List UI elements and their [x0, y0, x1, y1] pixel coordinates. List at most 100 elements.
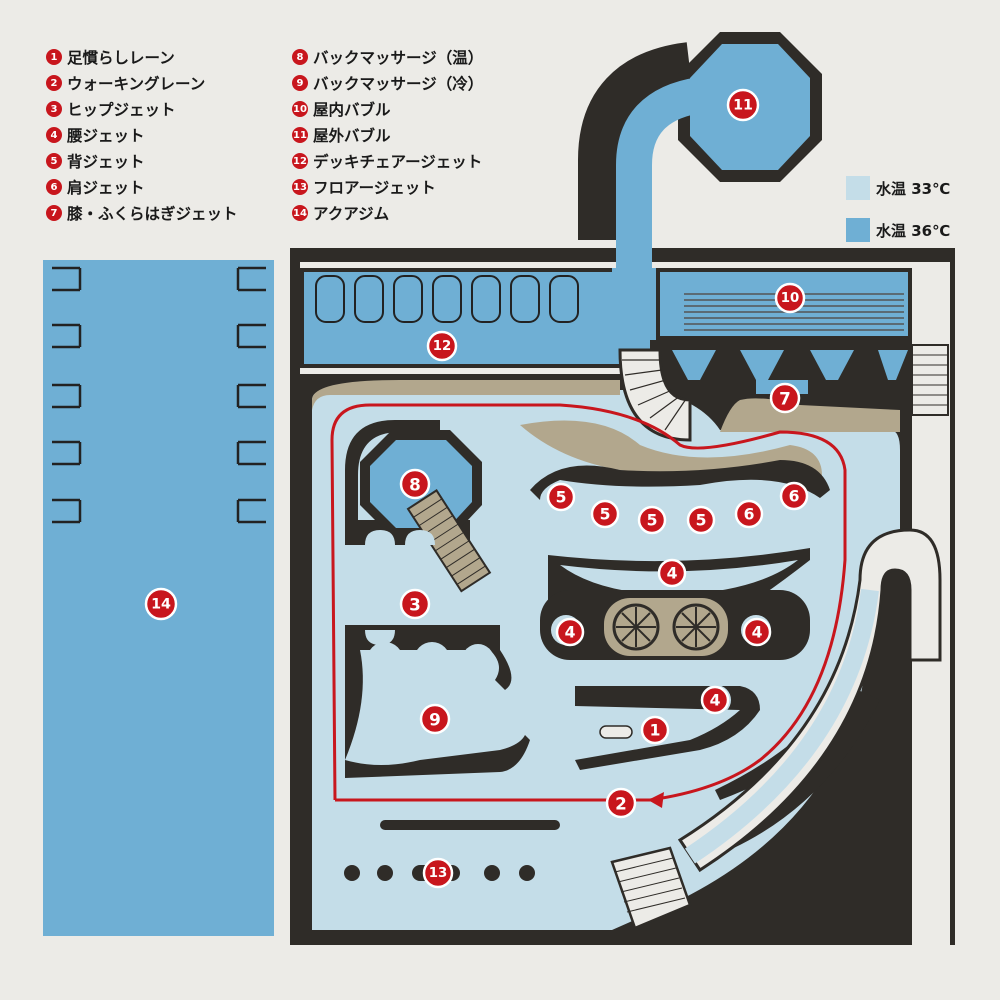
legend-label: 屋外バブル — [313, 127, 391, 145]
legend-item-13: 13 フロアージェット — [292, 174, 483, 200]
temp-label-warm: 水温 36℃ — [876, 221, 951, 240]
bottom-stair — [610, 846, 692, 930]
legend-label: フロアージェット — [313, 179, 436, 197]
legend-number-badge: 1 — [46, 49, 62, 65]
map-badge-10: 10 — [774, 282, 806, 314]
legend-item-4: 4 腰ジェット — [46, 122, 238, 148]
map-badge-3: 3 — [399, 588, 431, 620]
legend-number-badge: 14 — [292, 205, 308, 221]
legend-number-badge: 3 — [46, 101, 62, 117]
map-badge-12: 12 — [426, 330, 458, 362]
legend-number-badge: 12 — [292, 153, 308, 169]
legend-label: 腰ジェット — [67, 127, 145, 145]
walking-lane-route — [330, 403, 847, 802]
legend-item-2: 2 ウォーキングレーン — [46, 70, 238, 96]
temp-swatch-warm — [846, 218, 870, 242]
legend-label: 背ジェット — [67, 153, 145, 171]
svg-text:3: 3 — [409, 595, 421, 615]
legend-item-14: 14 アクアジム — [292, 200, 483, 226]
map-badge-5: 5 — [686, 505, 716, 535]
legend-label: 屋内バブル — [313, 101, 391, 119]
svg-text:4: 4 — [752, 624, 763, 642]
hip-jet-lower-arches — [367, 642, 494, 678]
curved-ramp — [677, 528, 942, 873]
svg-text:6: 6 — [744, 506, 755, 524]
legend-item-1: 1 足慣らしレーン — [46, 44, 238, 70]
legend-label: 足慣らしレーン — [67, 49, 175, 67]
svg-text:14: 14 — [151, 597, 171, 613]
legend-label: アクアジム — [313, 205, 390, 223]
spiral-stair — [618, 344, 949, 442]
svg-text:4: 4 — [710, 692, 721, 710]
svg-text:1: 1 — [650, 722, 661, 740]
legend-item-10: 10 屋内バブル — [292, 96, 483, 122]
map-badge-1: 1 — [640, 715, 670, 745]
map-badge-5: 5 — [590, 499, 620, 529]
map-badge-9: 9 — [419, 703, 451, 735]
map-badge-14: 14 — [144, 587, 178, 621]
legend-number-badge: 5 — [46, 153, 62, 169]
map-badge-13: 13 — [422, 857, 454, 889]
temp-swatch-cool — [846, 176, 870, 200]
legend-number-badge: 8 — [292, 49, 308, 65]
legend-number-badge: 2 — [46, 75, 62, 91]
map-badge-8: 8 — [399, 468, 431, 500]
map-badge-7: 7 — [769, 382, 801, 414]
legend-number-badge: 7 — [46, 205, 62, 221]
outdoor-bubble-pool — [578, 32, 822, 280]
legend-item-5: 5 背ジェット — [46, 148, 238, 174]
legend-number-badge: 4 — [46, 127, 62, 143]
legend-item-3: 3 ヒップジェット — [46, 96, 238, 122]
svg-text:5: 5 — [696, 512, 707, 530]
legend-item-11: 11 屋外バブル — [292, 122, 483, 148]
map-badge-6: 6 — [779, 481, 809, 511]
deck-chair-jet-pool — [300, 268, 656, 368]
svg-text:10: 10 — [781, 291, 800, 306]
walking-lane-arrow — [648, 792, 664, 808]
temp-label-cool: 水温 33℃ — [876, 179, 951, 198]
map-badge-4: 4 — [657, 558, 687, 588]
legend-left-column: 1 足慣らしレーン 2 ウォーキングレーン 3 ヒップジェット 4 腰ジェット 5 背ジェ… — [46, 44, 238, 226]
map-badge-4: 4 — [742, 617, 772, 647]
legend-item-12: 12 デッキチェアージェット — [292, 148, 483, 174]
svg-text:11: 11 — [733, 98, 753, 114]
map-badge-4: 4 — [700, 685, 730, 715]
legend-label: ウォーキングレーン — [67, 75, 206, 93]
svg-text:5: 5 — [647, 512, 658, 530]
svg-text:5: 5 — [556, 489, 567, 507]
legend-label: バックマッサージ（温） — [313, 49, 484, 67]
legend-label: バックマッサージ（冷） — [313, 75, 484, 93]
legend-item-7: 7 膝・ふくらはぎジェット — [46, 200, 238, 226]
back-massage-warm — [360, 430, 492, 593]
legend-number-badge: 13 — [292, 179, 308, 195]
svg-text:13: 13 — [429, 866, 448, 881]
map-badge-6: 6 — [734, 499, 764, 529]
legend-label: ヒップジェット — [67, 101, 176, 119]
map-badge-5: 5 — [637, 505, 667, 535]
temp-legend-cool: 水温 33℃ — [846, 176, 950, 200]
legend-number-badge: 10 — [292, 101, 308, 117]
legend-label: 膝・ふくらはぎジェット — [67, 205, 238, 223]
hip-jet-arches — [365, 530, 435, 645]
legend-item-6: 6 肩ジェット — [46, 174, 238, 200]
svg-text:2: 2 — [615, 794, 627, 814]
svg-text:9: 9 — [429, 710, 441, 730]
map-badge-2: 2 — [605, 787, 637, 819]
svg-text:5: 5 — [600, 506, 611, 524]
map-badge-11: 11 — [726, 88, 760, 122]
legend-item-8: 8 バックマッサージ（温） — [292, 44, 483, 70]
legend-label: デッキチェアージェット — [313, 153, 483, 171]
legend-number-badge: 6 — [46, 179, 62, 195]
legend-number-badge: 11 — [292, 127, 308, 143]
svg-text:4: 4 — [565, 624, 576, 642]
svg-text:4: 4 — [667, 565, 678, 583]
svg-text:8: 8 — [409, 475, 421, 495]
svg-text:7: 7 — [779, 389, 791, 409]
legend-label: 肩ジェット — [67, 179, 145, 197]
map-badge-4: 4 — [555, 617, 585, 647]
svg-text:6: 6 — [789, 488, 800, 506]
